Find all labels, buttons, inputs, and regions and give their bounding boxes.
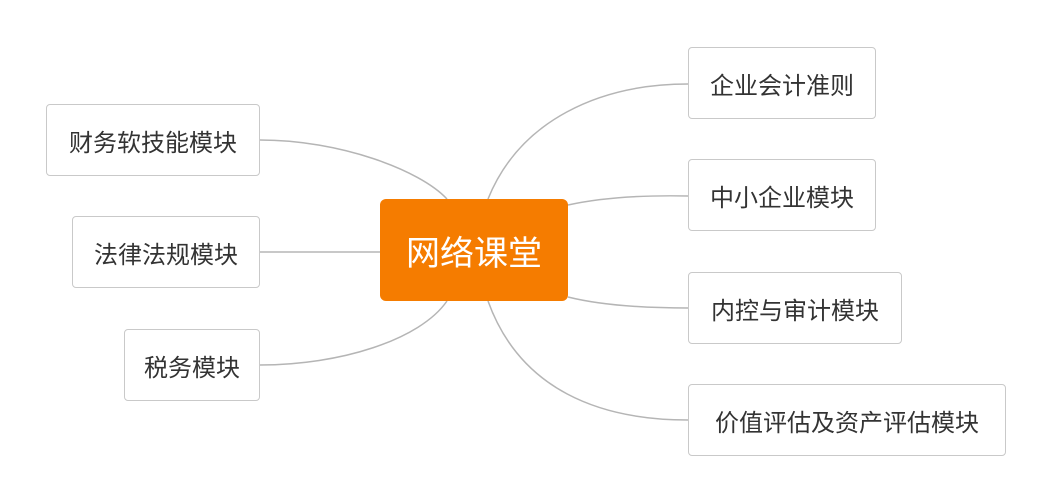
- branch-node-internal-control-audit[interactable]: 内控与审计模块: [688, 272, 902, 344]
- connector-right-3: [567, 296, 689, 309]
- branch-node-laws-regulations[interactable]: 法律法规模块: [72, 216, 260, 288]
- branch-node-financial-soft-skills[interactable]: 财务软技能模块: [46, 104, 260, 176]
- branch-node-sme[interactable]: 中小企业模块: [688, 159, 876, 231]
- connector-right-2: [567, 195, 689, 206]
- connector-right-1: [487, 83, 689, 200]
- branch-node-accounting-standards[interactable]: 企业会计准则: [688, 47, 876, 119]
- connector-left-3: [259, 300, 448, 366]
- branch-node-tax[interactable]: 税务模块: [124, 329, 260, 401]
- central-topic[interactable]: 网络课堂: [380, 199, 568, 301]
- connector-right-4: [487, 300, 689, 421]
- connector-left-1: [259, 139, 448, 200]
- branch-node-valuation-asset-appraisal[interactable]: 价值评估及资产评估模块: [688, 384, 1006, 456]
